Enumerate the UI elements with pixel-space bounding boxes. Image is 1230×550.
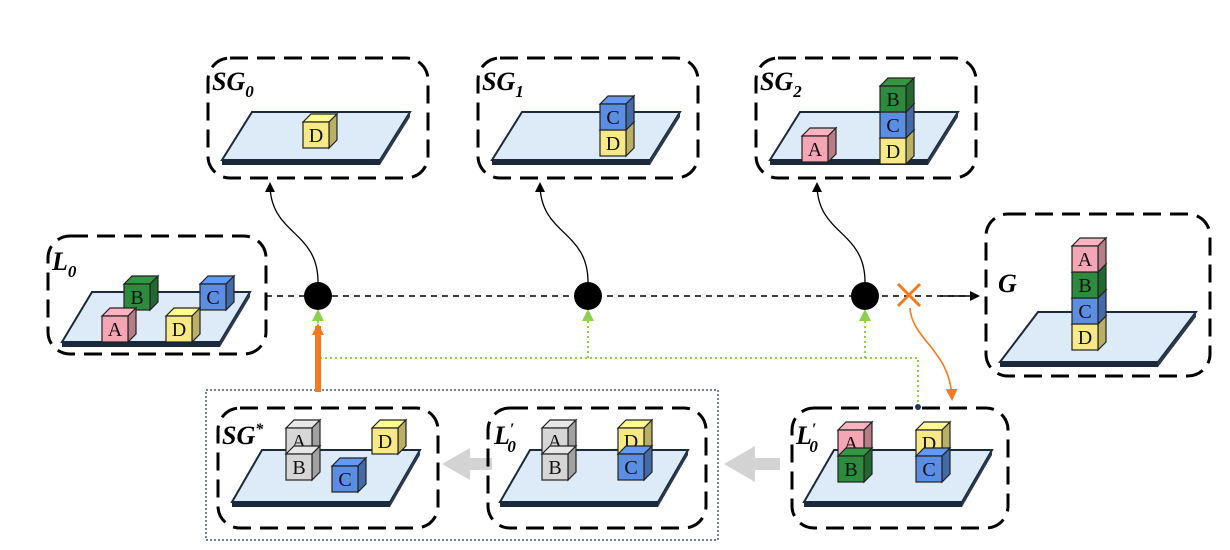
subgoal-group-box [205, 389, 719, 541]
svg-text:SG0: SG0 [212, 67, 254, 101]
sg0-label: SG0 [212, 67, 254, 101]
sg1-table [490, 111, 682, 165]
svg-text:SG2: SG2 [760, 67, 802, 101]
svg-text:D: D [1078, 327, 1092, 349]
svg-text:L′0: L′0 [795, 421, 818, 456]
failure-cross-icon [896, 282, 922, 308]
svg-text:D: D [378, 431, 392, 453]
l0p-mid-frame [486, 406, 708, 530]
timeline-node-1 [304, 282, 332, 310]
sgstar-label: SG* [222, 421, 264, 450]
sg1-block-c: C [598, 94, 636, 132]
svg-text:C: C [338, 469, 351, 491]
svg-text:C: C [886, 115, 899, 137]
sg0-block-d: D [301, 112, 339, 150]
grey-arrow-left [442, 448, 492, 480]
l0-label: L0 [51, 247, 77, 281]
svg-text:A: A [808, 139, 823, 161]
svg-text:C: C [922, 459, 935, 481]
sg2-block-a: A [800, 126, 838, 164]
goal-label: G [998, 269, 1017, 298]
failure-curve-arrow [909, 307, 958, 401]
l0p-mid-table [498, 449, 690, 507]
l0-block-c: C [198, 274, 236, 312]
svg-text:B: B [844, 459, 857, 481]
sg2-frame [754, 56, 978, 180]
timeline-node-2 [574, 282, 602, 310]
svg-text:B: B [130, 287, 143, 309]
node-to-sg2-arrow [812, 182, 866, 283]
sg1-frame [476, 56, 700, 180]
svg-text:B: B [1078, 275, 1091, 297]
svg-text:SG1: SG1 [482, 67, 524, 101]
node-to-sg0-arrow [265, 182, 319, 283]
svg-text:SG*: SG* [222, 421, 264, 450]
sgstar-block-b: B [284, 444, 322, 482]
l0p-mid-block-c: C [616, 444, 654, 482]
sgstar-block-c: C [330, 456, 368, 494]
svg-text:A: A [108, 319, 123, 341]
svg-text:D: D [309, 125, 323, 147]
svg-text:B: B [292, 457, 305, 479]
l0-block-b: B [122, 274, 160, 312]
svg-text:C: C [1078, 301, 1091, 323]
l0p-right-block-b: B [836, 446, 874, 484]
grey-arrow-right [724, 446, 780, 482]
l0p-right-table [802, 449, 994, 507]
l0-frame [46, 234, 268, 356]
sg1-label: SG1 [482, 67, 524, 101]
l0-block-d: D [164, 306, 202, 344]
timeline-node-3 [851, 282, 879, 310]
svg-text:B: B [548, 457, 561, 479]
feedback-origin-dot [915, 404, 921, 410]
svg-text:L0: L0 [51, 247, 77, 281]
sg2-label: SG2 [760, 67, 802, 101]
goal-frame [984, 212, 1212, 378]
l0p_right-label: L′0 [795, 421, 818, 456]
l0p-right-block-c: C [914, 446, 952, 484]
l0p-right-frame [790, 406, 1010, 530]
sgstar-table [230, 449, 422, 507]
sg0-frame [206, 56, 430, 180]
svg-text:C: C [206, 287, 219, 309]
sgstar-block-d: D [370, 418, 408, 456]
svg-text:D: D [172, 319, 186, 341]
l0p_mid-label: L′0 [493, 421, 516, 456]
node-to-sg1-arrow [535, 182, 589, 283]
svg-text:D: D [606, 133, 620, 155]
svg-text:B: B [886, 89, 899, 111]
feedback-line [318, 357, 919, 407]
svg-text:D: D [886, 141, 900, 163]
goal-block-a: A [1070, 236, 1108, 274]
sg2-table [768, 111, 960, 165]
svg-text:C: C [606, 107, 619, 129]
svg-text:A: A [1078, 249, 1093, 271]
svg-text:G: G [998, 269, 1017, 298]
sgstar-frame [216, 406, 440, 530]
svg-text:C: C [624, 457, 637, 479]
l0-block-a: A [100, 306, 138, 344]
l0p-mid-block-b: B [540, 444, 578, 482]
svg-text:L′0: L′0 [493, 421, 516, 456]
sg2-block-b: B [878, 76, 916, 114]
